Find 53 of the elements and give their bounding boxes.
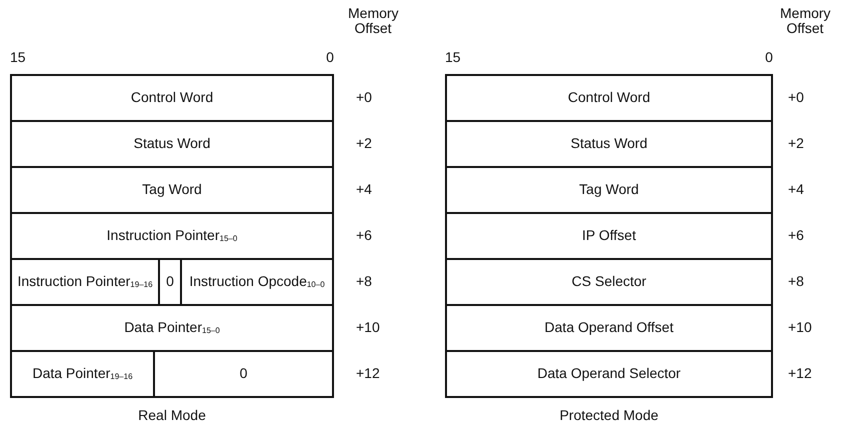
field-label: Status Word — [134, 136, 210, 152]
register-field — [445, 350, 773, 398]
table-caption: Real Mode — [138, 408, 206, 424]
bit-number: 15 — [10, 50, 26, 66]
offset: +0 — [788, 90, 804, 106]
column-heading: Memory Offset — [348, 6, 398, 37]
register-field — [10, 350, 155, 398]
field-label: 0 — [240, 366, 248, 382]
table-caption: Protected Mode — [560, 408, 658, 424]
field-label: Control Word — [568, 90, 650, 106]
offset: +8 — [356, 274, 372, 290]
offset: +10 — [788, 320, 812, 336]
offset: +4 — [356, 182, 372, 198]
field-label: Instruction Pointer$_{19–16}$ — [17, 274, 153, 290]
offset: +12 — [356, 366, 380, 382]
offset: +0 — [356, 90, 372, 106]
field-label: Data Pointer$_{15–0}$ — [124, 320, 220, 336]
field-label: 0 — [166, 274, 174, 290]
field-label: Instruction Pointer$_{15–0}$ — [106, 228, 238, 244]
offset: +2 — [788, 136, 804, 152]
field-label: Data Operand Offset — [544, 320, 674, 336]
field-label: Tag Word — [142, 182, 202, 198]
field-label: Tag Word — [579, 182, 639, 198]
register-field — [10, 166, 334, 214]
register-field — [10, 74, 334, 122]
register-field — [10, 304, 334, 352]
offset: +12 — [788, 366, 812, 382]
register-field — [445, 304, 773, 352]
register-field — [10, 120, 334, 168]
register-field — [445, 120, 773, 168]
offset: +4 — [788, 182, 804, 198]
field-label: Data Pointer$_{19–16}$ — [32, 366, 133, 382]
bit-number: 15 — [445, 50, 461, 66]
field-label: Control Word — [130, 90, 214, 106]
field-label: IP Offset — [582, 228, 636, 244]
register-field — [445, 258, 773, 306]
field-label: CS Selector — [572, 274, 646, 290]
offset: +10 — [356, 320, 380, 336]
offset: +2 — [356, 136, 372, 152]
field-label: Status Word — [570, 136, 648, 152]
register-field — [10, 212, 334, 260]
bit-number: 0 — [326, 50, 334, 66]
register-field — [445, 212, 773, 260]
column-heading: Memory Offset — [780, 6, 830, 37]
field-label: Instruction Opcode$_{10–0}$ — [189, 274, 325, 290]
register-field — [445, 74, 773, 122]
offset: +6 — [356, 228, 372, 244]
offset: +8 — [788, 274, 804, 290]
register-field — [153, 350, 334, 398]
field-label: Data Operand Selector — [537, 366, 681, 382]
bit-number: 0 — [765, 50, 773, 66]
register-field — [445, 166, 773, 214]
offset: +6 — [788, 228, 804, 244]
